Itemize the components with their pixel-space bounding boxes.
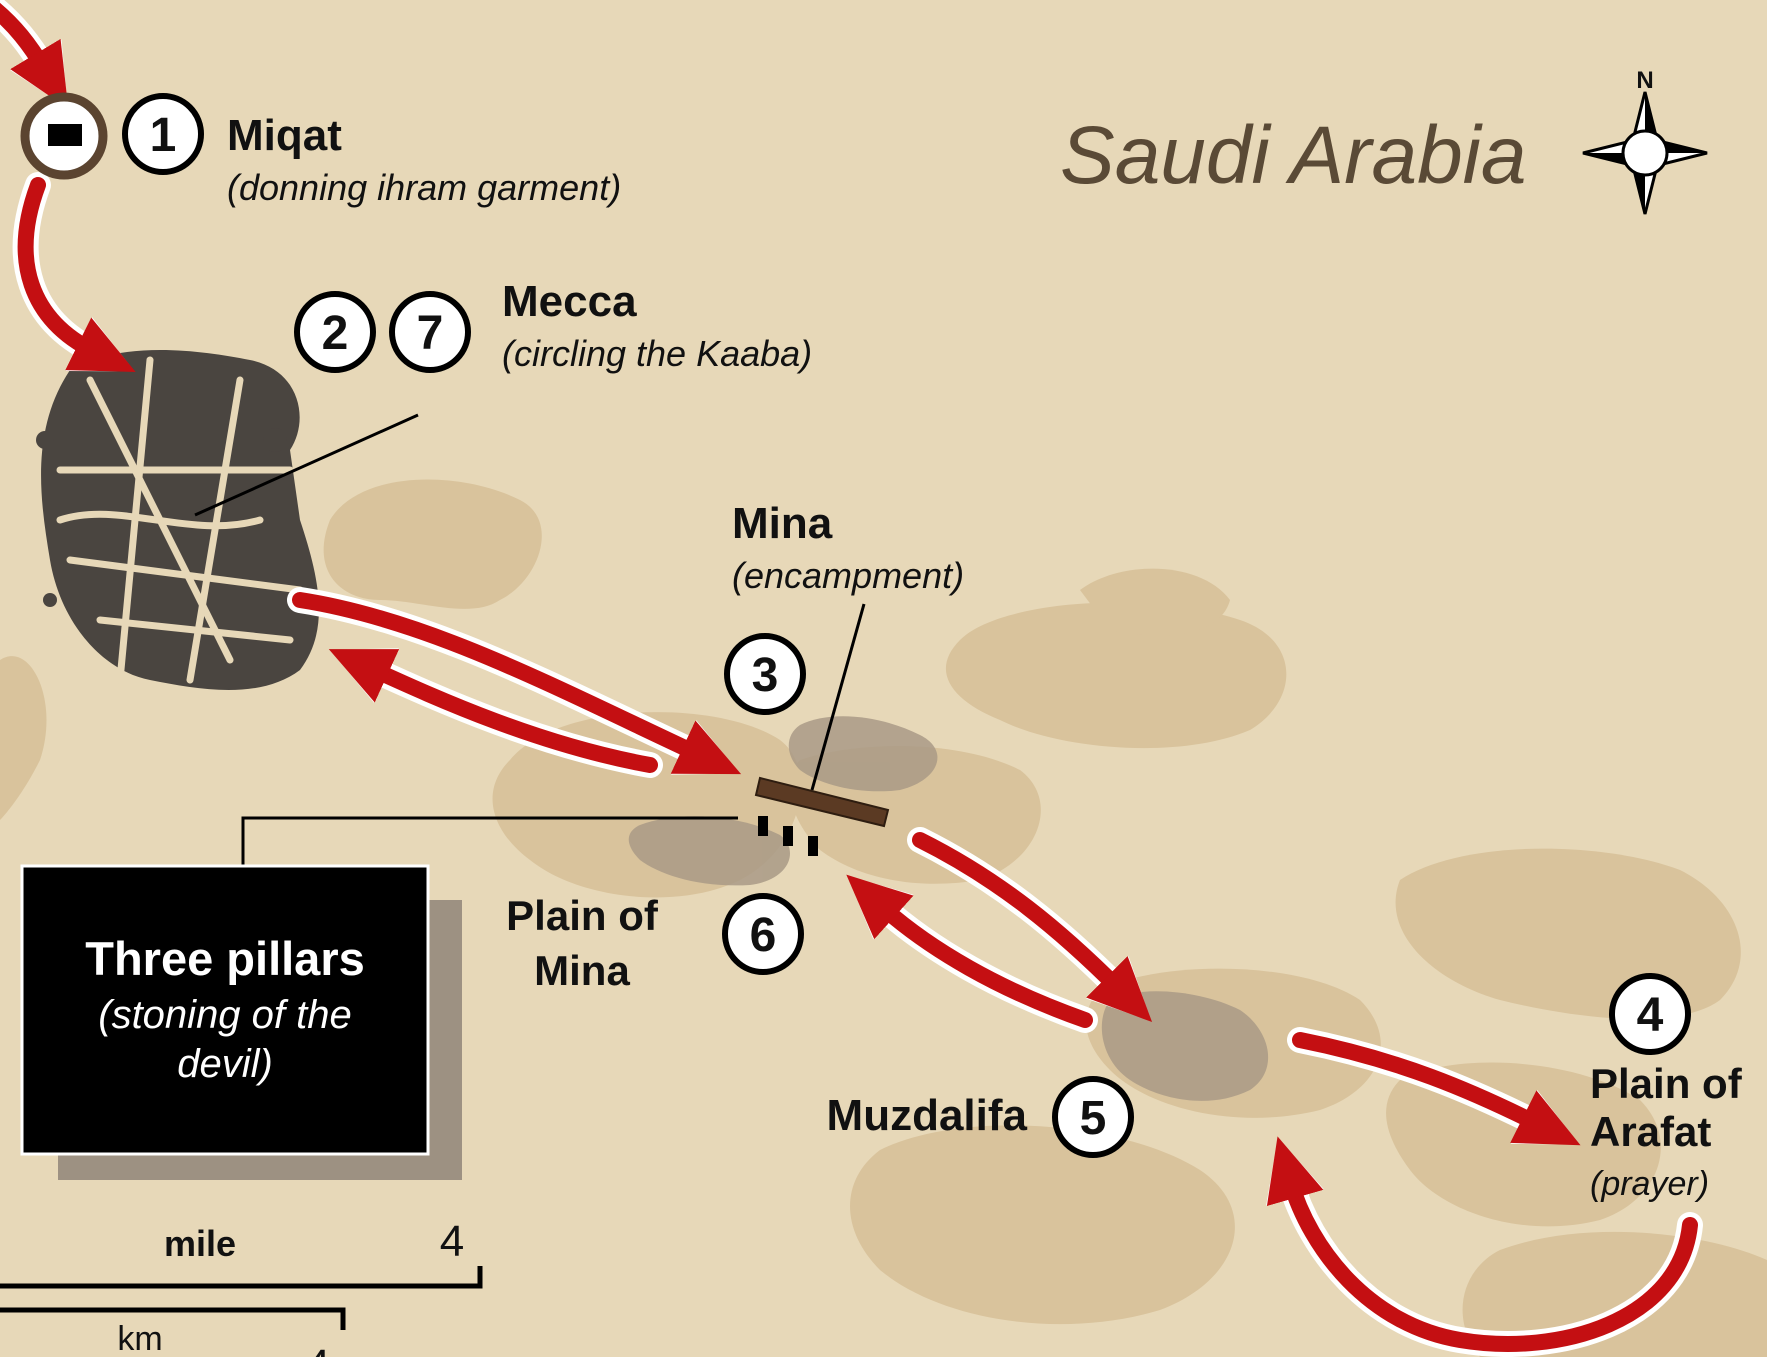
pillars-subtitle-line1: (stoning of the — [98, 993, 352, 1037]
compass-rose-icon: N — [1582, 67, 1708, 215]
svg-text:2: 2 — [322, 307, 349, 360]
pillars-title: Three pillars — [85, 932, 365, 985]
arafat-name-line1: Plain of — [1590, 1060, 1743, 1107]
muzdalifa-name: Muzdalifa — [827, 1091, 1028, 1140]
svg-text:7: 7 — [417, 307, 444, 360]
arafat-name-line2: Arafat — [1590, 1108, 1711, 1155]
svg-text:1: 1 — [150, 109, 177, 162]
badge-5: 5 — [1052, 1076, 1134, 1158]
mina-encampment — [754, 776, 890, 828]
station-labels: Miqat (donning ihram garment) Mecca (cir… — [227, 111, 1743, 1203]
arafat-note: (prayer) — [1590, 1165, 1709, 1203]
svg-text:N: N — [1636, 67, 1653, 94]
mina-name: Mina — [732, 499, 833, 548]
pilgrimage-route — [0, 0, 1703, 1357]
mecca-note: (circling the Kaaba) — [502, 333, 812, 374]
miqat-name: Miqat — [227, 111, 342, 160]
mecca-city — [36, 350, 319, 690]
badge-2: 2 — [294, 291, 376, 373]
miqat-marker — [20, 92, 108, 180]
leader-lines — [194, 413, 866, 865]
svg-text:6: 6 — [750, 909, 777, 962]
scale-km-value: 4 — [306, 1341, 330, 1357]
three-pillars-markers — [758, 816, 818, 856]
mina-note: (encampment) — [732, 555, 964, 596]
plain-of-mina-line1: Plain of — [506, 892, 659, 939]
scale-bar: mile 4 km 4 — [0, 1217, 483, 1357]
pillars-subtitle-line2: devil) — [177, 1042, 273, 1086]
svg-text:5: 5 — [1080, 1092, 1107, 1145]
scale-mile-label: mile — [164, 1223, 236, 1264]
scale-mile-value: 4 — [440, 1217, 464, 1266]
station-badges: 1 2 7 3 4 5 6 — [122, 93, 1691, 1158]
mecca-name: Mecca — [502, 277, 637, 326]
badge-1: 1 — [122, 93, 204, 175]
badge-7: 7 — [389, 291, 471, 373]
badge-6: 6 — [722, 893, 804, 975]
badge-4: 4 — [1609, 973, 1691, 1055]
three-pillars-box: Three pillars (stoning of the devil) — [20, 864, 462, 1180]
miqat-note: (donning ihram garment) — [227, 167, 621, 208]
country-label: Saudi Arabia — [1060, 110, 1527, 201]
svg-text:4: 4 — [1637, 989, 1664, 1042]
badge-3: 3 — [724, 633, 806, 715]
plain-of-mina-line2: Mina — [534, 947, 630, 994]
scale-km-label: km — [117, 1320, 162, 1357]
svg-text:3: 3 — [752, 649, 779, 702]
